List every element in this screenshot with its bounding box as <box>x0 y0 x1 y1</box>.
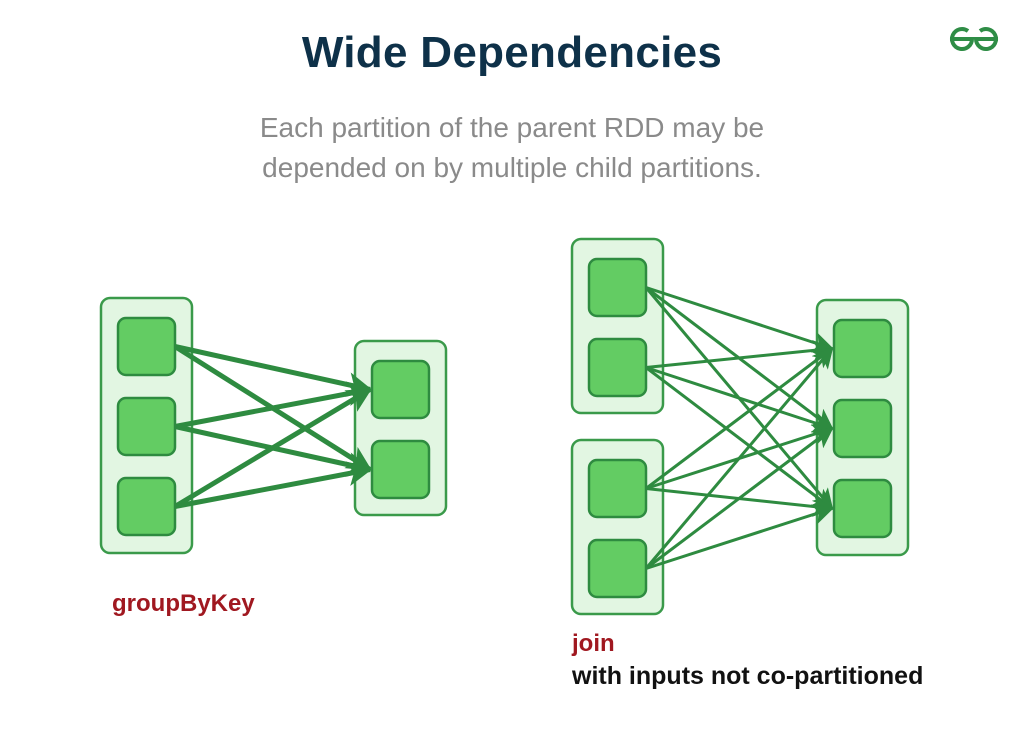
dependency-arrow <box>645 504 834 570</box>
dependency-arrow <box>174 344 373 397</box>
dependency-arrow <box>174 381 373 429</box>
child-partition <box>832 318 893 379</box>
join-label: join <box>572 630 615 657</box>
parent-partition <box>587 257 648 318</box>
dependency-arrow <box>644 346 834 570</box>
dependency-arrow <box>645 366 834 510</box>
child-partition <box>832 398 893 459</box>
child-partition <box>370 439 431 500</box>
parent-partition <box>116 316 177 377</box>
child-partition <box>370 359 431 420</box>
subtitle-line-2: depended on by multiple child partitions… <box>262 152 762 183</box>
dependency-arrow <box>645 286 834 353</box>
child-partition <box>832 478 893 539</box>
parent-partition <box>587 337 648 398</box>
dependency-arrow <box>645 427 834 570</box>
groupbykey-label: groupByKey <box>112 590 255 617</box>
dependency-arrow <box>645 366 834 433</box>
parent-partition <box>116 396 177 457</box>
parent-partition <box>116 476 177 537</box>
dependency-arrow <box>645 339 835 369</box>
dependency-arrow <box>173 387 373 509</box>
dependency-arrow <box>174 461 373 509</box>
page-title: Wide Dependencies <box>301 28 723 77</box>
parent-partition <box>587 538 648 599</box>
subtitle-line-1: Each partition of the parent RDD may be <box>259 112 765 143</box>
geeksforgeeks-logo-icon <box>950 27 998 51</box>
join-note: with inputs not co-partitioned <box>572 662 924 690</box>
parent-partition <box>587 458 648 519</box>
dependency-arrow <box>645 347 834 490</box>
page-subtitle: Each partition of the parent RDD may be … <box>0 108 1024 188</box>
